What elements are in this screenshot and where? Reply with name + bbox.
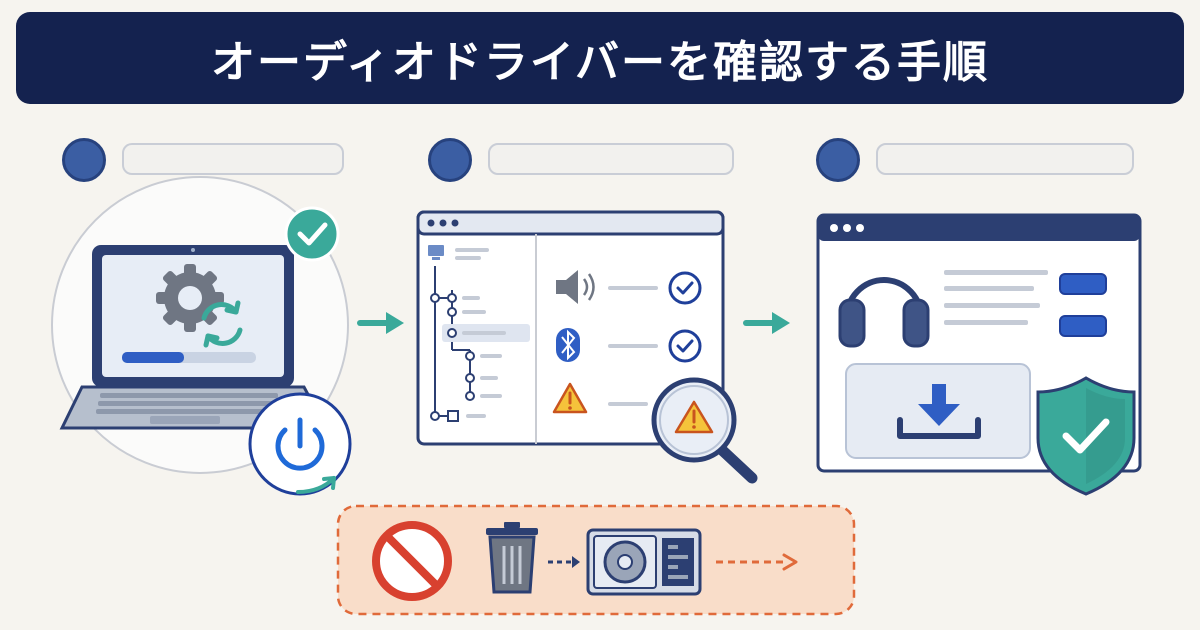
step-3-marker: [816, 138, 860, 182]
power-icon: [248, 392, 352, 496]
title-banner: オーディオドライバーを確認する手順: [16, 12, 1184, 104]
warning-row-bar: [608, 402, 648, 406]
check-badge-icon: [668, 329, 702, 363]
check-badge-icon: [668, 271, 702, 305]
step-1-marker: [62, 138, 106, 182]
step-1-label-placeholder: [122, 143, 344, 175]
driver-button-2: [1059, 315, 1107, 337]
bluetooth-icon: [556, 328, 580, 362]
device-manager-window-icon: [416, 210, 725, 446]
speaker-icon: [556, 270, 595, 304]
warning-icon: [552, 382, 588, 414]
driver-info-lines: [944, 270, 1048, 325]
trash-icon: [486, 522, 538, 594]
arrow-icon: [716, 553, 798, 571]
step-2-label-placeholder: [488, 143, 734, 175]
audio-device-icon: [586, 528, 702, 596]
arrow-icon: [548, 556, 580, 568]
speaker-row-bar: [608, 286, 658, 290]
driver-button-1: [1059, 273, 1107, 295]
refresh-icon: [201, 300, 243, 348]
headphones-icon: [838, 277, 930, 348]
step-2-marker: [428, 138, 472, 182]
step-3-label-placeholder: [876, 143, 1134, 175]
bluetooth-row-bar: [608, 344, 658, 348]
prohibited-icon: [372, 521, 452, 601]
flow-arrow-1: [357, 312, 404, 334]
gear-icon: [156, 264, 224, 332]
download-icon: [845, 363, 1031, 459]
page-title: オーディオドライバーを確認する手順: [210, 37, 990, 88]
check-icon: [284, 206, 340, 262]
magnifier-icon: [651, 377, 758, 484]
shield-check-icon: [1036, 376, 1136, 496]
flow-arrow-2: [743, 312, 790, 334]
